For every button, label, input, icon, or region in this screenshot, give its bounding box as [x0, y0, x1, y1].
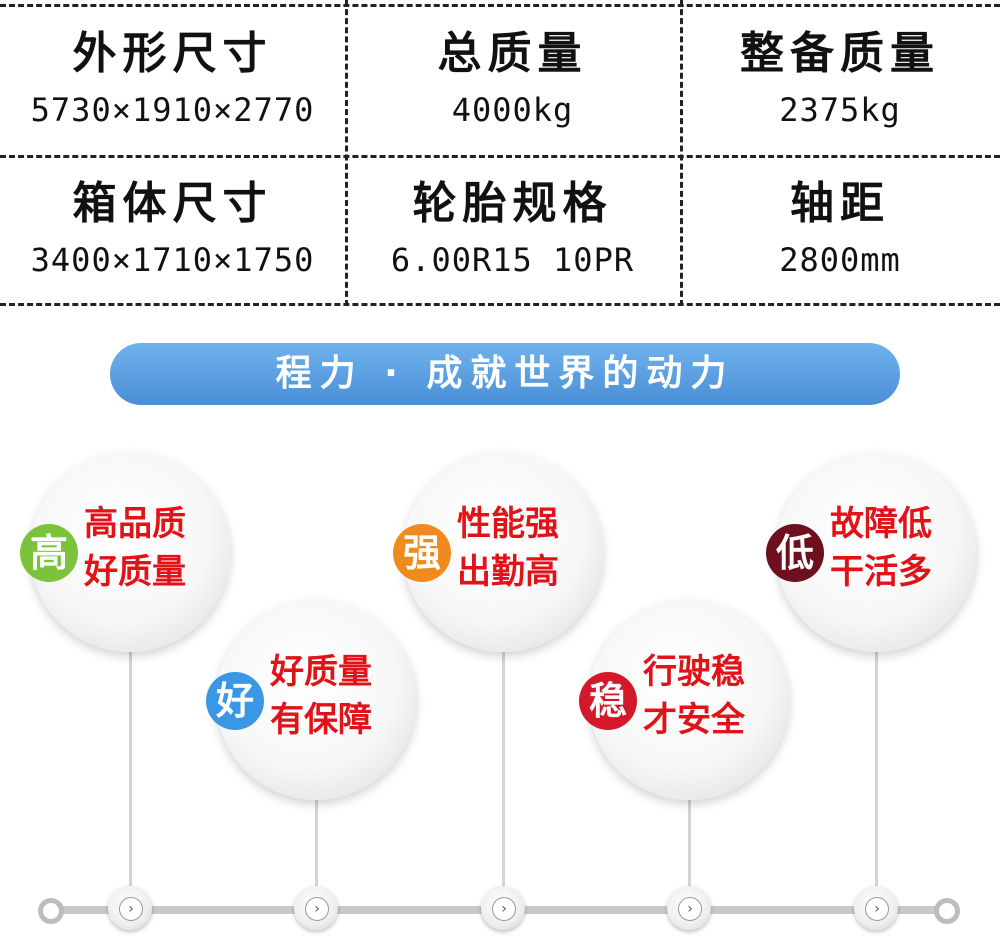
arrow-right-icon: ›	[492, 897, 516, 921]
spec-cell-total-mass: 总质量 4000kg	[345, 26, 680, 130]
feature-line: 行驶稳	[643, 652, 745, 692]
feature-text: 好质量 有保障	[270, 648, 410, 744]
arrow-right-icon: ›	[305, 897, 329, 921]
spec-label: 轮胎规格	[412, 178, 613, 229]
feature-text: 故障低 干活多	[830, 500, 970, 596]
timeline-node: ›	[294, 886, 338, 930]
connector-line	[502, 640, 505, 906]
badge-icon: 低	[766, 524, 824, 582]
feature-text: 性能强 出勤高	[457, 500, 597, 596]
feature-circle-high-quality: 高 高品质 好质量	[20, 452, 230, 652]
divider	[0, 303, 1000, 306]
feature-circle-performance: 强 性能强 出勤高	[393, 452, 603, 652]
badge-icon: 强	[393, 524, 451, 582]
feature-line: 性能强	[457, 504, 559, 544]
feature-text: 高品质 好质量	[84, 500, 224, 596]
slogan-banner: 程力 · 成就世界的动力	[110, 343, 900, 405]
spec-value: 5730×1910×2770	[30, 91, 315, 129]
feature-line: 好质量	[84, 552, 186, 592]
spec-label: 总质量	[437, 28, 588, 79]
spec-label: 箱体尺寸	[72, 178, 273, 229]
badge-icon: 稳	[579, 672, 637, 730]
timeline-start-cap	[38, 898, 64, 924]
timeline-node: ›	[108, 886, 152, 930]
feature-line: 才安全	[643, 700, 745, 740]
feature-circle-guarantee: 好 好质量 有保障	[206, 600, 416, 800]
connector-line	[315, 790, 318, 906]
arrow-right-icon: ›	[865, 897, 889, 921]
divider	[345, 0, 348, 306]
timeline-node: ›	[481, 886, 525, 930]
spec-cell-tire: 轮胎规格 6.00R15 10PR	[345, 176, 680, 280]
timeline-node: ›	[667, 886, 711, 930]
feature-line: 故障低	[830, 504, 932, 544]
connector-line	[875, 640, 878, 906]
spec-label: 外形尺寸	[72, 28, 273, 79]
spec-value: 3400×1710×1750	[30, 241, 315, 279]
timeline-end-cap	[934, 898, 960, 924]
spec-cell-box-dimensions: 箱体尺寸 3400×1710×1750	[0, 176, 345, 280]
spec-cell-dimensions: 外形尺寸 5730×1910×2770	[0, 26, 345, 130]
spec-value: 2375kg	[779, 91, 901, 129]
spec-table: 外形尺寸 5730×1910×2770 总质量 4000kg 整备质量 2375…	[0, 0, 1000, 306]
feature-circle-stability: 稳 行驶稳 才安全	[579, 600, 789, 800]
connector-line	[688, 790, 691, 906]
spec-label: 整备质量	[740, 28, 940, 79]
divider	[0, 155, 1000, 158]
feature-text: 行驶稳 才安全	[643, 648, 783, 744]
arrow-right-icon: ›	[678, 897, 702, 921]
timeline-node: ›	[854, 886, 898, 930]
feature-line: 高品质	[84, 504, 186, 544]
spec-value: 4000kg	[451, 91, 574, 129]
feature-line: 好质量	[270, 652, 372, 692]
feature-line: 干活多	[830, 552, 932, 592]
badge-icon: 高	[20, 524, 78, 582]
feature-circle-low-failure: 低 故障低 干活多	[766, 452, 976, 652]
badge-icon: 好	[206, 672, 264, 730]
divider	[680, 0, 683, 306]
spec-label: 轴距	[790, 178, 890, 229]
feature-line: 有保障	[270, 700, 372, 740]
spec-value: 2800mm	[779, 241, 901, 279]
spec-cell-wheelbase: 轴距 2800mm	[680, 176, 1000, 280]
spec-value: 6.00R15 10PR	[390, 241, 635, 279]
feature-line: 出勤高	[457, 552, 559, 592]
spec-cell-curb-mass: 整备质量 2375kg	[680, 26, 1000, 130]
arrow-right-icon: ›	[119, 897, 143, 921]
divider	[0, 4, 1000, 7]
connector-line	[129, 640, 132, 906]
